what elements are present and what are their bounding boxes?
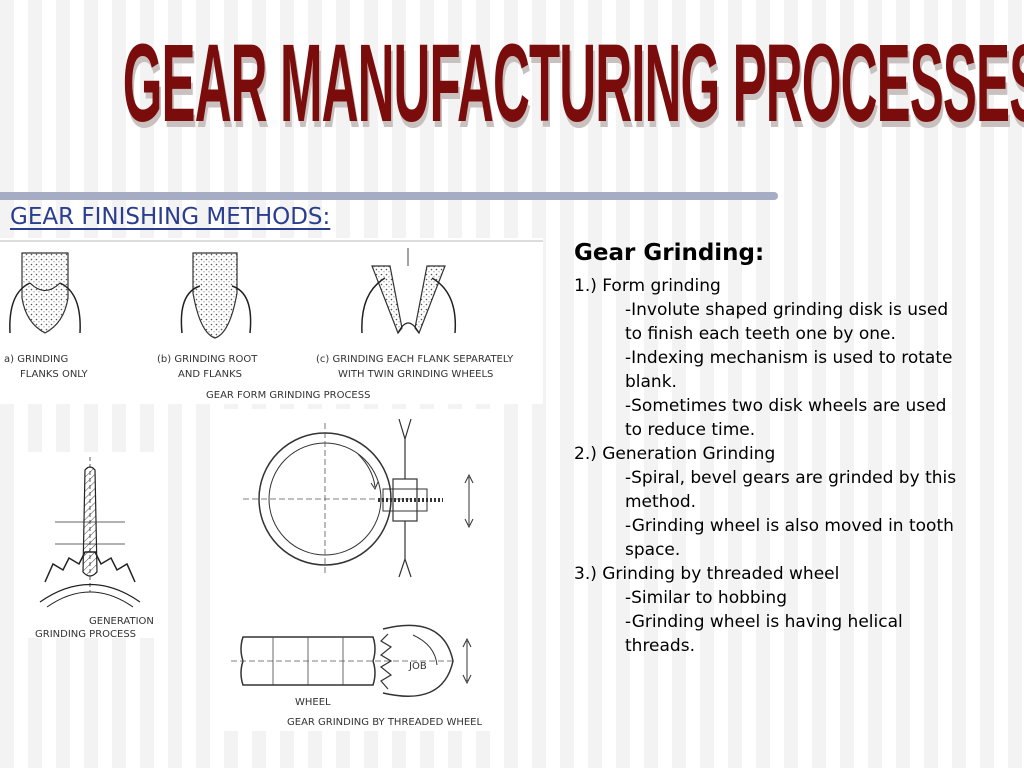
list-subitem: -Grinding wheel is also moved in tooth s… — [625, 516, 954, 560]
form-grinding-sketch-b — [180, 252, 252, 339]
threaded-wheel-label: WHEEL — [295, 697, 331, 708]
section-heading: GEAR FINISHING METHODS: — [10, 204, 331, 230]
gear-grinding-heading: Gear Grinding: — [574, 240, 765, 266]
title-divider — [0, 192, 778, 200]
form-grinding-sketch-a — [9, 252, 81, 334]
threaded-wheel-figure: JOB WHEEL GEAR GRINDING BY THREADED WHEE… — [213, 409, 499, 731]
list-item-generation-grinding: 2.) Generation Grinding — [574, 444, 776, 464]
form-caption-c2: WITH TWIN GRINDING WHEELS — [338, 369, 493, 380]
list-item-form-grinding: 1.) Form grinding — [574, 276, 721, 296]
generation-grinding-sketch — [39, 457, 141, 608]
form-caption-b1: (b) GRINDING ROOT — [157, 354, 258, 365]
form-caption-a2: FLANKS ONLY — [20, 369, 89, 380]
list-subitem: -Grinding wheel is having helical thread… — [625, 612, 903, 656]
threaded-wheel-bottom-sketch — [231, 624, 472, 697]
slide-title-text: GEAR MANUFACTURING PROCESSES — [122, 22, 1024, 146]
form-caption-b2: AND FLANKS — [178, 369, 242, 380]
form-caption-c1: (c) GRINDING EACH FLANK SEPARATELY — [316, 354, 514, 365]
gear-grinding-notes: Gear Grinding: 1.) Form grinding -Involu… — [574, 238, 1014, 658]
generation-caption-1: GENERATION — [89, 616, 154, 627]
form-figure-title: GEAR FORM GRINDING PROCESS — [206, 390, 370, 401]
threaded-wheel-top-sketch — [243, 418, 474, 578]
threaded-job-label: JOB — [408, 661, 427, 672]
generation-grinding-figure: GENERATION GRINDING PROCESS — [25, 452, 162, 638]
form-grinding-sketch-c — [361, 248, 457, 335]
slide-title: GEAR MANUFACTURING PROCESSES — [60, 29, 1024, 150]
form-caption-a1: a) GRINDING — [4, 354, 68, 365]
list-subitem: -Indexing mechanism is used to rotate bl… — [625, 348, 953, 392]
list-subitem: -Spiral, bevel gears are grinded by this… — [625, 468, 957, 512]
list-item-threaded-wheel: 3.) Grinding by threaded wheel — [574, 564, 840, 584]
list-subitem: -Involute shaped grinding disk is used t… — [625, 300, 949, 344]
list-subitem: -Similar to hobbing — [625, 588, 787, 608]
generation-caption-2: GRINDING PROCESS — [35, 629, 136, 638]
form-grinding-figure: a) GRINDING FLANKS ONLY (b) GRINDING ROO… — [0, 238, 543, 404]
threaded-figure-title: GEAR GRINDING BY THREADED WHEEL — [287, 717, 482, 728]
list-subitem: -Sometimes two disk wheels are used to r… — [625, 396, 947, 440]
